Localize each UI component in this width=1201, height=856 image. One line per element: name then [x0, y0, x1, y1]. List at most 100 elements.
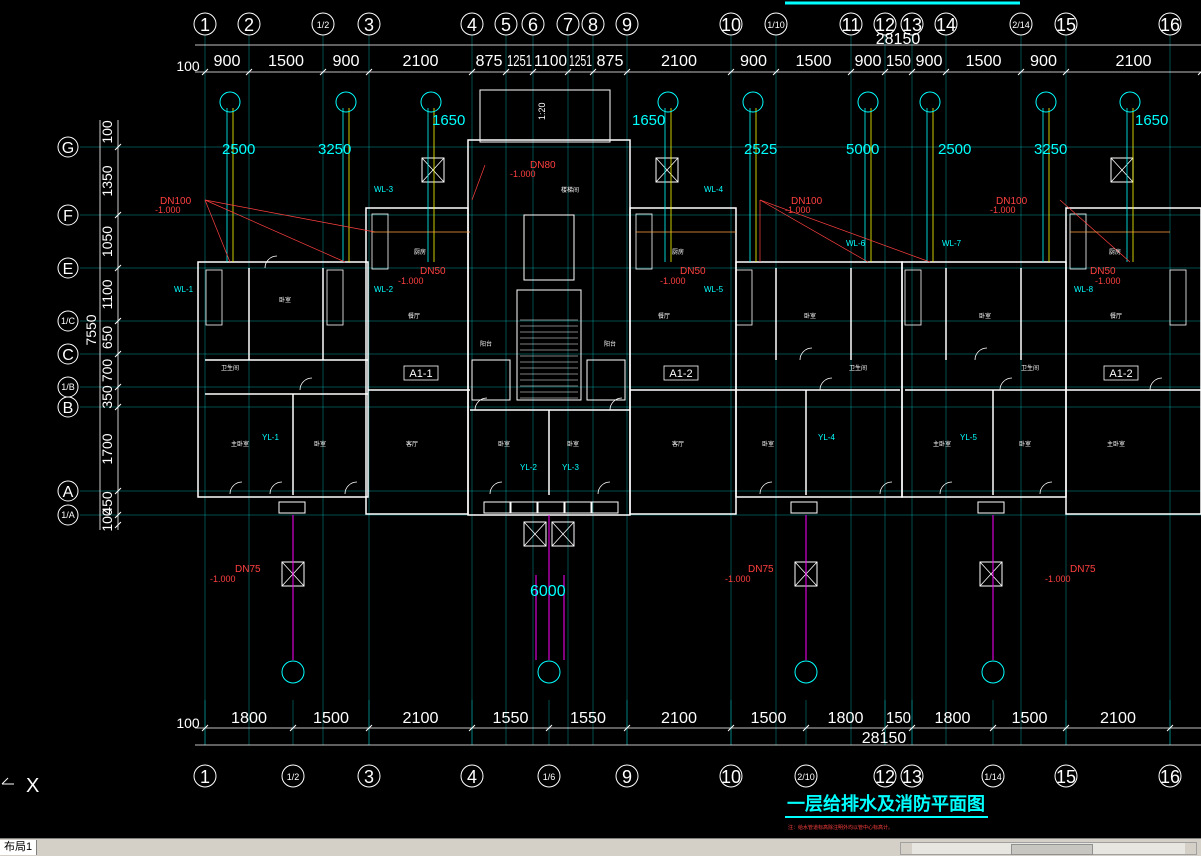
dim-text: 1251	[569, 53, 592, 70]
axis-bubble	[719, 12, 743, 36]
annotation-text: -1.000	[725, 574, 751, 584]
riser-label: YL-1	[262, 433, 279, 442]
door-swing	[344, 481, 358, 495]
dim-tick	[1017, 68, 1025, 76]
axis-bubble	[57, 396, 79, 418]
leader-line	[759, 199, 869, 263]
axis-bubble	[460, 764, 484, 788]
axis-label: 6	[528, 15, 538, 35]
ucs-icon: X	[1, 775, 39, 797]
bath-fixture	[1169, 269, 1187, 326]
dim-text: 900	[916, 53, 943, 70]
dim-text: 875	[476, 53, 503, 70]
unit-label-box	[403, 365, 439, 381]
dim-tick	[727, 68, 735, 76]
axis-label: C	[62, 347, 74, 364]
drain-bubble	[537, 660, 561, 684]
axis-label: 15	[1056, 767, 1076, 787]
drawing-title: 一层给排水及消防平面图	[787, 793, 985, 814]
bath-fixture	[1069, 213, 1087, 270]
door-swing	[799, 347, 813, 361]
bath-fixture	[904, 269, 922, 326]
leader-line	[471, 164, 486, 201]
axis-bubble	[193, 12, 217, 36]
dim-tick	[1197, 71, 1201, 76]
dim-text: 875	[597, 53, 624, 70]
dim-text: 1700	[99, 433, 115, 464]
door-swing	[759, 481, 773, 495]
room-label: 主卧室	[1107, 440, 1125, 448]
spacing-mark: 3250	[1034, 141, 1067, 158]
axis-bubble	[57, 504, 79, 526]
axis-label: 1/B	[61, 382, 75, 392]
dim-tick	[772, 68, 780, 76]
axis-bubble	[494, 12, 518, 36]
dim-text: 1500	[796, 53, 832, 70]
room-label: 餐厅	[658, 312, 670, 320]
spacing-mark: 2500	[938, 141, 971, 158]
axis-bubble	[357, 764, 381, 788]
spacing-mark: 2500	[222, 141, 255, 158]
door-swing	[597, 481, 611, 495]
riser-bubble	[857, 91, 879, 113]
dim-text: 900	[333, 53, 360, 70]
axis-label: 11	[842, 15, 861, 35]
axis-label: G	[62, 140, 74, 157]
balcony-drain	[564, 501, 592, 514]
fixture-box	[655, 157, 679, 183]
annotation-text: DN75	[235, 564, 261, 575]
axis-label: A	[63, 484, 74, 501]
dim-tick	[468, 68, 476, 76]
balcony-drain	[977, 501, 1005, 514]
riser-bubble	[420, 91, 442, 113]
annotation-text: -1.000	[510, 169, 536, 179]
wall-outline	[901, 261, 1067, 498]
riser-bubble	[742, 91, 764, 113]
axis-label: 13	[902, 767, 922, 787]
balcony-drain	[537, 501, 565, 514]
room-label: 主卧室	[231, 440, 249, 448]
tab-layout1[interactable]: 布局1	[0, 840, 38, 855]
riser-bubble	[657, 91, 679, 113]
spacing-mark: 1650	[632, 112, 665, 129]
annotations: DN100-1.000DN100-1.000DN100-1.000DN80-1.…	[155, 102, 1168, 600]
scroll-right-button[interactable]	[1185, 843, 1196, 854]
wall-outline	[1065, 207, 1201, 515]
dim-tick	[114, 143, 122, 151]
dim-tick	[114, 403, 122, 411]
riser-bubble	[919, 91, 941, 113]
room-label: 餐厅	[1110, 312, 1122, 320]
axis-label: 1	[200, 767, 210, 787]
dim-tick	[114, 511, 122, 519]
axis-bubble	[581, 12, 605, 36]
dim-text: 450	[99, 491, 115, 515]
riser-label: WL-3	[374, 185, 394, 194]
scroll-thumb[interactable]	[1011, 844, 1093, 855]
annotation-text: DN100	[160, 196, 192, 207]
dim-text: 1500	[1012, 710, 1048, 727]
axis-bubble	[193, 764, 217, 788]
axis-bubble	[57, 343, 79, 365]
annotation-text: -1.000	[398, 276, 424, 286]
annotation-text: DN80	[530, 160, 556, 171]
door-swing	[264, 255, 278, 269]
axis-bubble	[57, 204, 79, 226]
dim-tick	[1062, 68, 1070, 76]
dim-tick	[727, 724, 735, 732]
door-swing	[229, 481, 243, 495]
dim-tick	[114, 211, 122, 219]
axis-bubble	[281, 764, 305, 788]
door-swing	[1039, 481, 1053, 495]
axis-label: 9	[622, 767, 632, 787]
dim-text: 2100	[403, 53, 439, 70]
scroll-left-button[interactable]	[901, 843, 912, 854]
annotation-text: -1.000	[660, 276, 686, 286]
dim-text: 100	[99, 508, 115, 532]
axis-label: 1/C	[61, 316, 76, 326]
dim-tick	[1062, 724, 1070, 732]
dim-text: 1550	[493, 710, 529, 727]
horizontal-scrollbar[interactable]	[900, 842, 1197, 855]
dim-tick	[201, 68, 209, 76]
room-label: 厨房	[1109, 248, 1121, 256]
